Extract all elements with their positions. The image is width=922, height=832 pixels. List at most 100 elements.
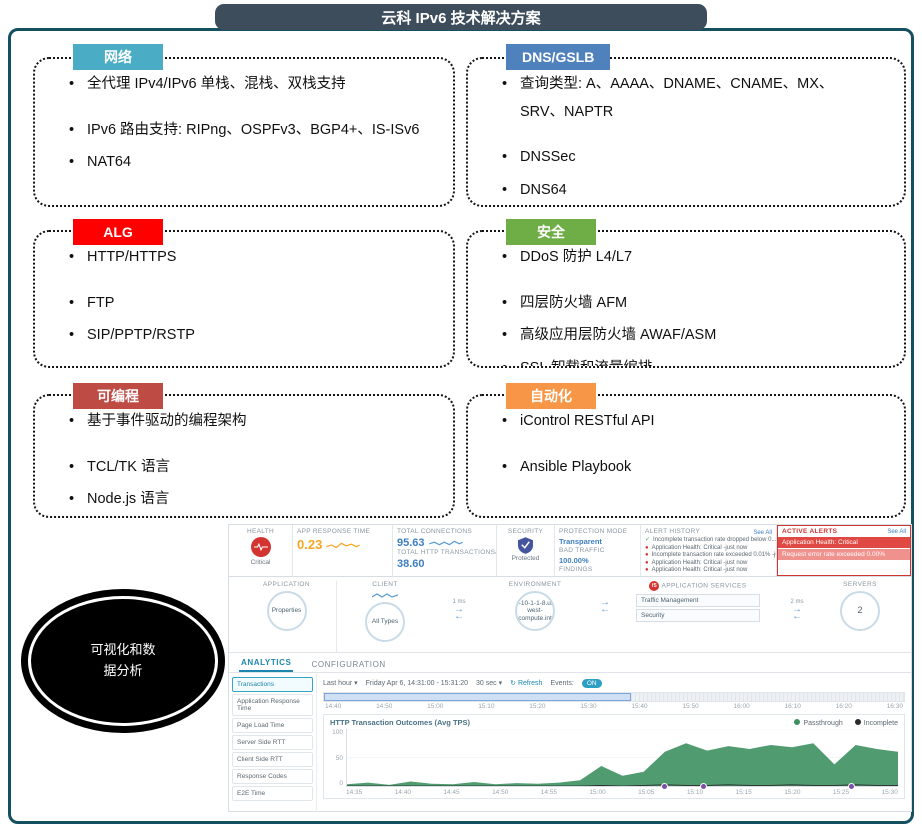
- check-icon: ✓: [645, 537, 651, 543]
- sidebar-item-transactions[interactable]: Transactions: [232, 677, 313, 692]
- properties-node[interactable]: Properties: [266, 591, 307, 631]
- chart-area: Last hour ▾ Friday Apr 6, 14:31:00 - 15:…: [317, 673, 911, 812]
- client-node[interactable]: All Types: [365, 602, 405, 642]
- event-marker-icon[interactable]: [699, 783, 707, 790]
- sidebar-item-response-codes[interactable]: Response Codes: [232, 769, 313, 784]
- active-alert-row: Application Health: Critical: [778, 537, 910, 548]
- findings-value: None: [559, 575, 636, 576]
- events-toggle[interactable]: ON: [581, 678, 602, 688]
- legend-dot-icon: [854, 718, 861, 725]
- service-row[interactable]: Traffic Management: [636, 594, 760, 607]
- bad-traffic-value: 100.00%: [559, 556, 589, 565]
- bullet: 四层防火墙 AFM: [502, 290, 884, 318]
- interval-dropdown[interactable]: 30 sec ▾: [476, 680, 503, 687]
- active-alert-row: Request error rate exceeded 0.00%: [778, 549, 910, 560]
- application-column: APPLICATION Properties: [237, 581, 337, 652]
- arrow-left-icon: ←: [600, 604, 610, 615]
- active-alerts-see-all-link[interactable]: See All: [887, 528, 906, 535]
- event-marker-icon[interactable]: [848, 783, 856, 790]
- total-transactions-value: 38.60: [397, 558, 425, 570]
- application-map: APPLICATION Properties CLIENT All Types …: [229, 577, 911, 653]
- dot-icon: ●: [645, 559, 649, 566]
- refresh-button[interactable]: ↻ Refresh: [510, 680, 543, 687]
- legend-incomplete: Incomplete: [854, 718, 898, 727]
- slide-title: 云科 IPv6 技术解决方案: [215, 4, 707, 30]
- health-pulse-icon: [250, 537, 271, 557]
- box-alg: HTTP/HTTPS FTP SIP/PPTP/RSTP: [33, 230, 455, 368]
- environment-node[interactable]: ip-10-1-1-8.us-west-2.compute.int...: [515, 591, 555, 631]
- box-programmable: 基于事件驱动的编程架构 TCL/TK 语言 Node.js 语言: [33, 394, 455, 518]
- alert-history: ALERT HISTORY See All ✓Incomplete transa…: [641, 525, 777, 576]
- service-row[interactable]: Security: [636, 609, 760, 622]
- sparkline-icon: [326, 542, 361, 548]
- chevron-down-icon: ▾: [498, 680, 503, 687]
- sidebar-item-page-load-time[interactable]: Page Load Time: [232, 718, 313, 733]
- box-security: DDoS 防护 L4/L7 四层防火墙 AFM 高级应用层防火墙 AWAF/AS…: [466, 230, 906, 368]
- alert-history-item: ●Application Health: Critical -just now: [645, 559, 748, 566]
- client-column: CLIENT All Types: [337, 581, 433, 652]
- health-metric: HEALTH Critical: [229, 525, 293, 576]
- box-network: 全代理 IPv4/IPv6 单栈、混栈、双栈支持 IPv6 路由支持: RIPn…: [33, 57, 455, 207]
- env-services-arrows: → ←: [585, 581, 625, 652]
- box-security-tab: 安全: [506, 219, 596, 245]
- security-status: Protected: [511, 555, 540, 562]
- sidebar-item-e2e-time[interactable]: E2E Time: [232, 786, 313, 801]
- bullet: 全代理 IPv4/IPv6 单栈、混栈、双栈支持: [69, 71, 433, 99]
- services-servers-arrows: 2 ms → ←: [771, 581, 823, 652]
- sparkline-icon: [428, 540, 463, 546]
- dot-icon: ●: [645, 552, 649, 558]
- connections-metric: TOTAL CONNECTIONS 95.63 TOTAL HTTP TRANS…: [393, 525, 497, 576]
- bullet: DNSSec: [502, 144, 834, 172]
- arrow-right-icon: →: [792, 604, 802, 615]
- arrow-right-icon: →: [600, 597, 610, 608]
- events-label: Events:: [550, 679, 574, 687]
- range-dropdown[interactable]: Last hour ▾: [323, 680, 358, 687]
- visualization-callout: 可视化和数 据分析: [28, 596, 218, 726]
- dot-icon: ●: [645, 567, 649, 573]
- bullet: SSL 卸载和流量编排: [502, 355, 884, 366]
- event-marker-icon[interactable]: [661, 783, 669, 790]
- date-range-label: Friday Apr 6, 14:31:00 - 15:31:20: [365, 679, 469, 687]
- servers-node[interactable]: 2: [840, 591, 880, 631]
- shield-icon: [518, 537, 533, 554]
- box-dns-gslb-tab: DNS/GSLB: [506, 44, 611, 70]
- chart-legend: Passthrough Incomplete: [794, 718, 898, 727]
- sidebar-item-server-side-rtt[interactable]: Server Side RTT: [232, 735, 313, 750]
- legend-dot-icon: [794, 718, 801, 725]
- tab-analytics[interactable]: ANALYTICS: [239, 655, 294, 672]
- time-ruler-selection[interactable]: [324, 693, 632, 701]
- protection-metric: PROTECTION MODE Transparent BAD TRAFFIC …: [555, 525, 641, 576]
- servers-column: SERVERS 2: [823, 581, 897, 652]
- app-response-time-value: 0.23: [297, 537, 323, 552]
- legend-passthrough: Passthrough: [794, 718, 843, 727]
- dot-icon: ●: [645, 544, 649, 551]
- tps-chart-panel: HTTP Transaction Outcomes (Avg TPS) Pass…: [323, 714, 905, 799]
- box-automation: iControl RESTful API Ansible Playbook: [466, 394, 906, 518]
- security-metric: SECURITY Protected: [497, 525, 555, 576]
- bullet: HTTP/HTTPS: [69, 244, 433, 272]
- bullet: FTP: [69, 290, 433, 318]
- f5-logo-icon: f5: [649, 581, 660, 591]
- alert-history-see-all-link[interactable]: See All: [753, 529, 772, 536]
- bullet: IPv6 路由支持: RIPng、OSPFv3、BGP4+、IS-ISv6: [69, 117, 433, 145]
- box-dns-gslb: 查询类型: A、AAAA、DNAME、CNAME、MX、SRV、NAPTR DN…: [466, 57, 906, 207]
- analytics-content: Transactions Application Response Time P…: [229, 673, 911, 812]
- refresh-icon: ↻: [510, 680, 516, 687]
- app-response-time-metric: APP RESPONSE TIME 0.23: [293, 525, 393, 576]
- bullet: 查询类型: A、AAAA、DNAME、CNAME、MX、SRV、NAPTR: [502, 71, 834, 126]
- bullet: DNS64: [502, 177, 834, 205]
- bullet: 基于事件驱动的编程架构: [69, 408, 433, 436]
- bullet: 高级应用层防火墙 AWAF/ASM: [502, 322, 884, 350]
- sidebar-item-app-response-time[interactable]: Application Response Time: [232, 694, 313, 716]
- time-ruler[interactable]: [323, 692, 905, 702]
- protection-mode-value: Transparent: [559, 537, 602, 546]
- sidebar-item-client-side-rtt[interactable]: Client Side RTT: [232, 752, 313, 767]
- tab-configuration[interactable]: CONFIGURATION: [311, 660, 386, 669]
- area-chart-svg: [347, 729, 898, 786]
- bullet: TCL/TK 语言: [69, 454, 433, 482]
- time-controls: Last hour ▾ Friday Apr 6, 14:31:00 - 15:…: [323, 676, 905, 690]
